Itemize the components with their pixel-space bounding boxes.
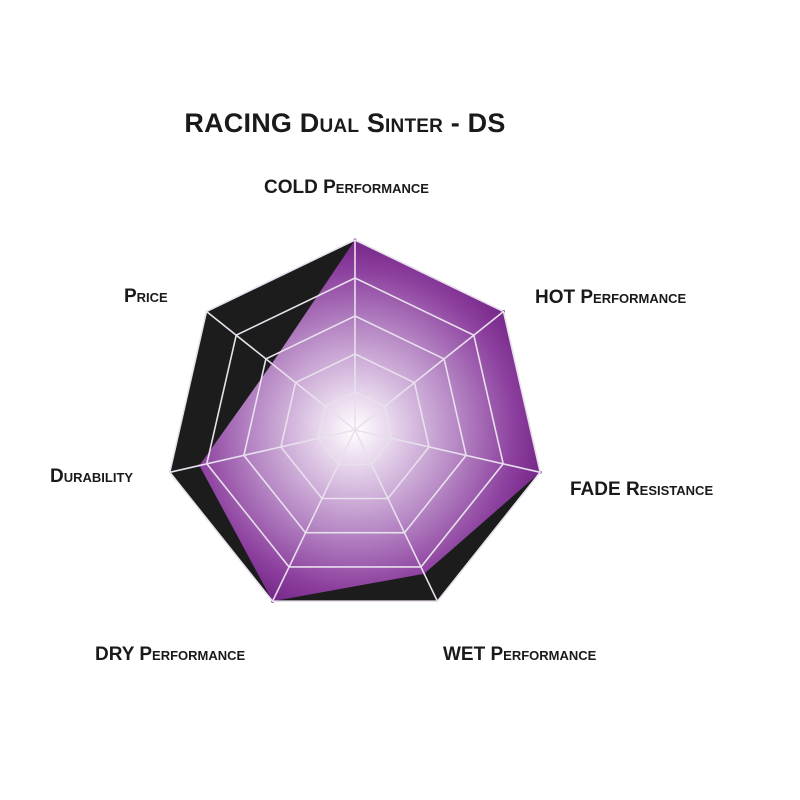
radar-grid-ring-1: [317, 391, 393, 466]
axis-label-fade-resistance: FADE Resistance: [570, 479, 714, 500]
radar-spoke-2: [354, 429, 541, 474]
axis-label-cold-performance: COLD Performance: [264, 177, 429, 198]
radar-spoke-5: [169, 429, 356, 474]
radar-spoke-1: [354, 310, 504, 431]
chart-title: RACING Dual Sinter - DS: [184, 108, 506, 138]
axis-label-wet-performance: WET Performance: [443, 644, 597, 665]
radar-spoke-6: [206, 310, 356, 431]
axis-label-dry-performance: DRY Performance: [95, 644, 246, 665]
radar-grid-ring-3: [243, 315, 467, 534]
radar-grid-ring-4: [205, 277, 505, 568]
axis-label-durability: Durability: [50, 466, 134, 487]
axis-label-hot-performance: HOT Performance: [535, 287, 687, 308]
radar-series-area: [199, 240, 541, 602]
axis-label-price: Price: [124, 286, 168, 307]
radar-spoke-4: [271, 429, 356, 602]
radar-grid-ring-2: [280, 353, 430, 500]
radar-spoke-3: [354, 429, 439, 602]
radar-grid-ring-5: [168, 239, 542, 603]
